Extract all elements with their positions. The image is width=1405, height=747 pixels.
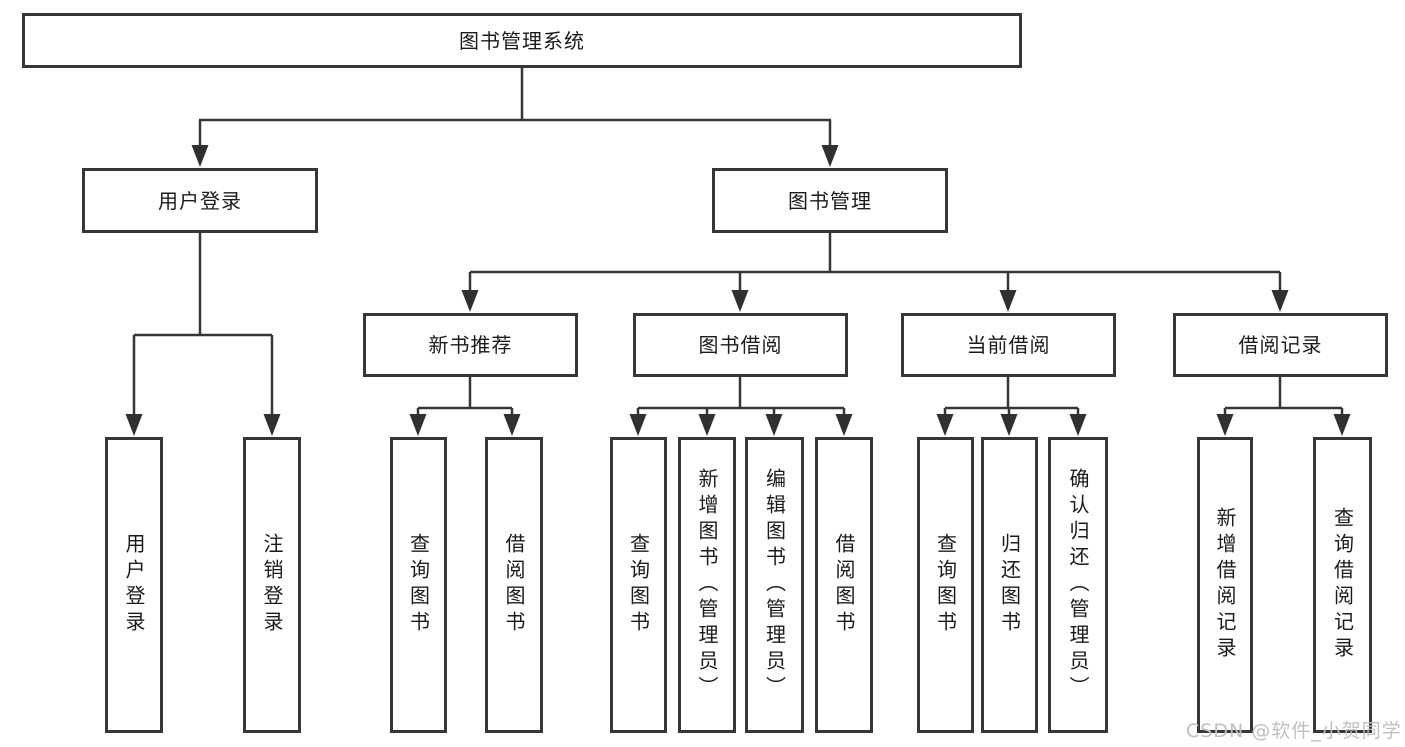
node-label: 借阅图书 xyxy=(502,533,526,637)
node-leaf-add-borrow-record: 新增借阅记录 xyxy=(1197,437,1253,733)
node-borrow-records: 借阅记录 xyxy=(1173,313,1388,377)
node-label: 查询图书 xyxy=(933,533,958,637)
node-label: 当前借阅 xyxy=(966,333,1051,357)
node-library-management-system: 图书管理系统 xyxy=(22,13,1022,68)
node-label: 用户登录 xyxy=(158,188,242,213)
node-label: 查询图书 xyxy=(626,533,651,637)
node-leaf-return-books: 归还图书 xyxy=(981,437,1038,733)
node-label: 查询图书 xyxy=(406,533,431,637)
node-leaf-logout: 注销登录 xyxy=(243,437,301,733)
node-leaf-borrow-books: 借阅图书 xyxy=(815,437,873,733)
node-label: 确认归还（管理员） xyxy=(1066,468,1090,702)
node-leaf-confirm-return-admin: 确认归还（管理员） xyxy=(1048,437,1108,733)
node-label: 图书管理系统 xyxy=(459,28,585,53)
node-leaf-query-books-borrowing: 查询图书 xyxy=(610,437,667,733)
node-label: 借阅记录 xyxy=(1238,333,1323,357)
node-label: 查询借阅记录 xyxy=(1330,507,1355,663)
node-label: 借阅图书 xyxy=(832,533,856,637)
node-label: 新书推荐 xyxy=(428,333,513,357)
node-leaf-edit-books-admin: 编辑图书（管理员） xyxy=(745,437,804,733)
node-leaf-add-books-admin: 新增图书（管理员） xyxy=(678,437,736,733)
node-label: 归还图书 xyxy=(997,533,1022,637)
node-leaf-query-books-current: 查询图书 xyxy=(917,437,974,733)
node-new-book-recommendation: 新书推荐 xyxy=(363,313,578,377)
node-label: 注销登录 xyxy=(260,533,284,637)
node-book-management: 图书管理 xyxy=(712,168,948,233)
node-label: 新增借阅记录 xyxy=(1213,507,1237,663)
node-label: 图书借阅 xyxy=(698,333,783,357)
node-current-borrowing: 当前借阅 xyxy=(901,313,1116,377)
node-leaf-query-borrow-record: 查询借阅记录 xyxy=(1313,437,1372,733)
node-label: 图书管理 xyxy=(788,188,872,213)
node-leaf-borrow-books-recommend: 借阅图书 xyxy=(485,437,543,733)
node-label: 编辑图书（管理员） xyxy=(762,468,787,702)
node-book-borrowing: 图书借阅 xyxy=(633,313,848,377)
node-leaf-user-login: 用户登录 xyxy=(105,437,163,733)
node-label: 新增图书（管理员） xyxy=(695,468,719,702)
watermark: CSDN @软件_小贺同学 xyxy=(1186,720,1402,742)
node-label: 用户登录 xyxy=(122,533,146,637)
node-user-login: 用户登录 xyxy=(82,168,318,233)
node-leaf-query-books-recommend: 查询图书 xyxy=(390,437,447,733)
